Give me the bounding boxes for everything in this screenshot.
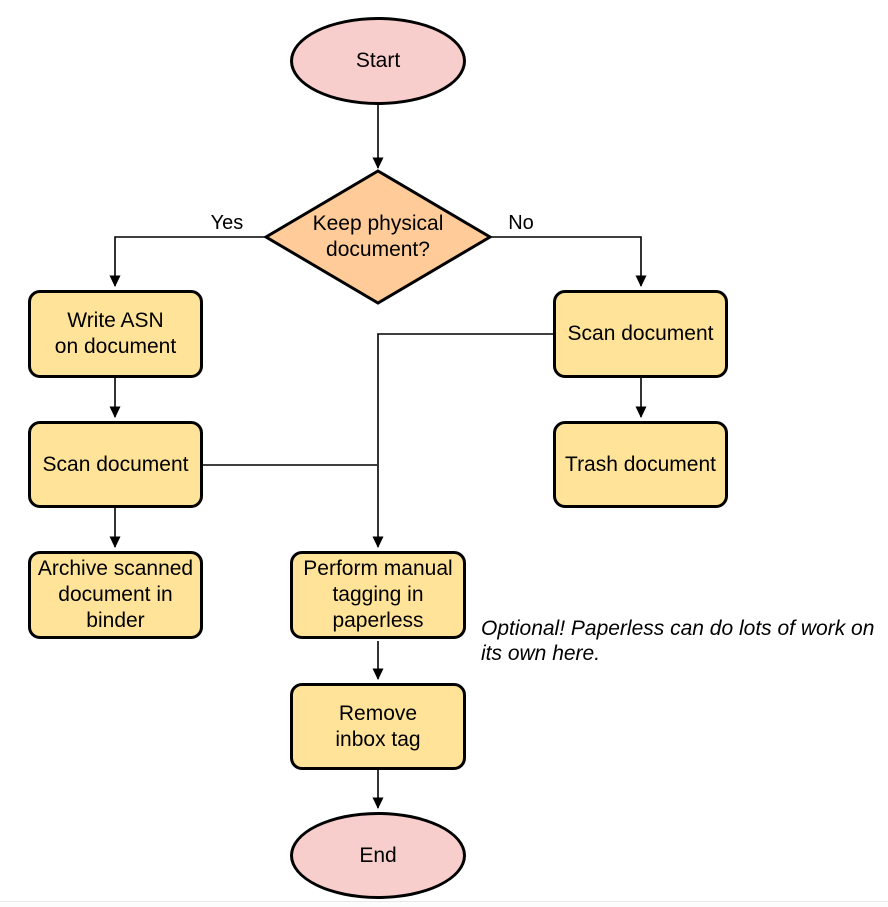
node-end-label: End xyxy=(359,843,397,867)
node-archive-binder: Archive scanned document in binder xyxy=(28,551,203,639)
node-write-asn-label: Write ASN on document xyxy=(54,309,177,358)
node-tagging-label: Perform manual tagging in paperless xyxy=(303,557,453,632)
node-decision-label: Keep physical document? xyxy=(298,211,458,263)
optional-note-text: Optional! Paperless can do lots of work … xyxy=(481,617,875,665)
node-scan-right-label: Scan document xyxy=(567,322,714,345)
decision-label-text: Keep physical document? xyxy=(312,212,444,261)
node-trash-document: Trash document xyxy=(553,421,728,508)
node-start-label: Start xyxy=(355,49,401,72)
node-manual-tagging: Perform manual tagging in paperless xyxy=(290,551,466,639)
node-write-asn: Write ASN on document xyxy=(28,290,203,378)
yes-label-text: Yes xyxy=(210,212,244,234)
edge-label-yes: Yes xyxy=(211,213,244,233)
node-remove-inbox-tag: Remove inbox tag xyxy=(290,683,466,770)
node-scan-document-left: Scan document xyxy=(28,421,203,508)
decision-diamond-shape xyxy=(263,169,493,305)
no-label-text: No xyxy=(508,212,534,234)
node-scan-left-label: Scan document xyxy=(42,452,189,476)
node-scan-document-right: Scan document xyxy=(553,290,728,378)
edge-label-no: No xyxy=(508,213,534,233)
node-end: End xyxy=(290,812,466,899)
edge-scan-right-to-tagging xyxy=(372,333,553,548)
node-start: Start xyxy=(290,17,466,105)
optional-note: Optional! Paperless can do lots of work … xyxy=(481,591,885,666)
edge-decision-yes-to-write-asn xyxy=(109,236,265,287)
bottom-divider xyxy=(0,901,888,907)
node-archive-label: Archive scanned document in binder xyxy=(37,557,194,632)
edge-decision-no-to-scan-right xyxy=(490,236,647,287)
node-trash-label: Trash document xyxy=(565,452,716,476)
node-remove-inbox-label: Remove inbox tag xyxy=(335,701,421,751)
